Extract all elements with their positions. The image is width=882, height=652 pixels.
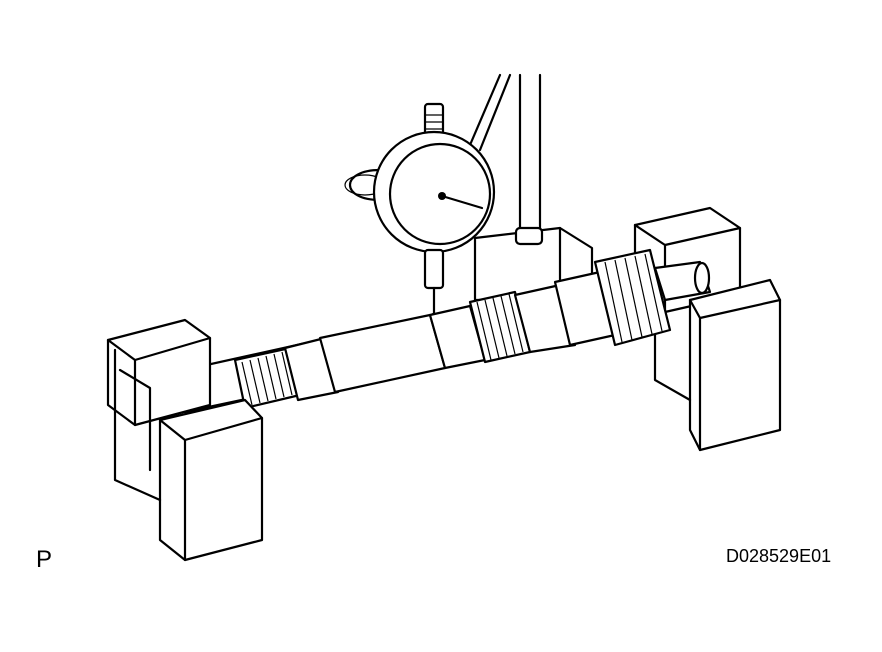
dial-needle (440, 194, 484, 210)
figure-code-label: D028529E01 (726, 546, 832, 566)
view-letter-label: P (36, 546, 53, 573)
left-v-block (106, 318, 264, 562)
dial-indicator (372, 102, 496, 324)
right-v-block (633, 206, 782, 452)
output-shaft (169, 248, 712, 414)
